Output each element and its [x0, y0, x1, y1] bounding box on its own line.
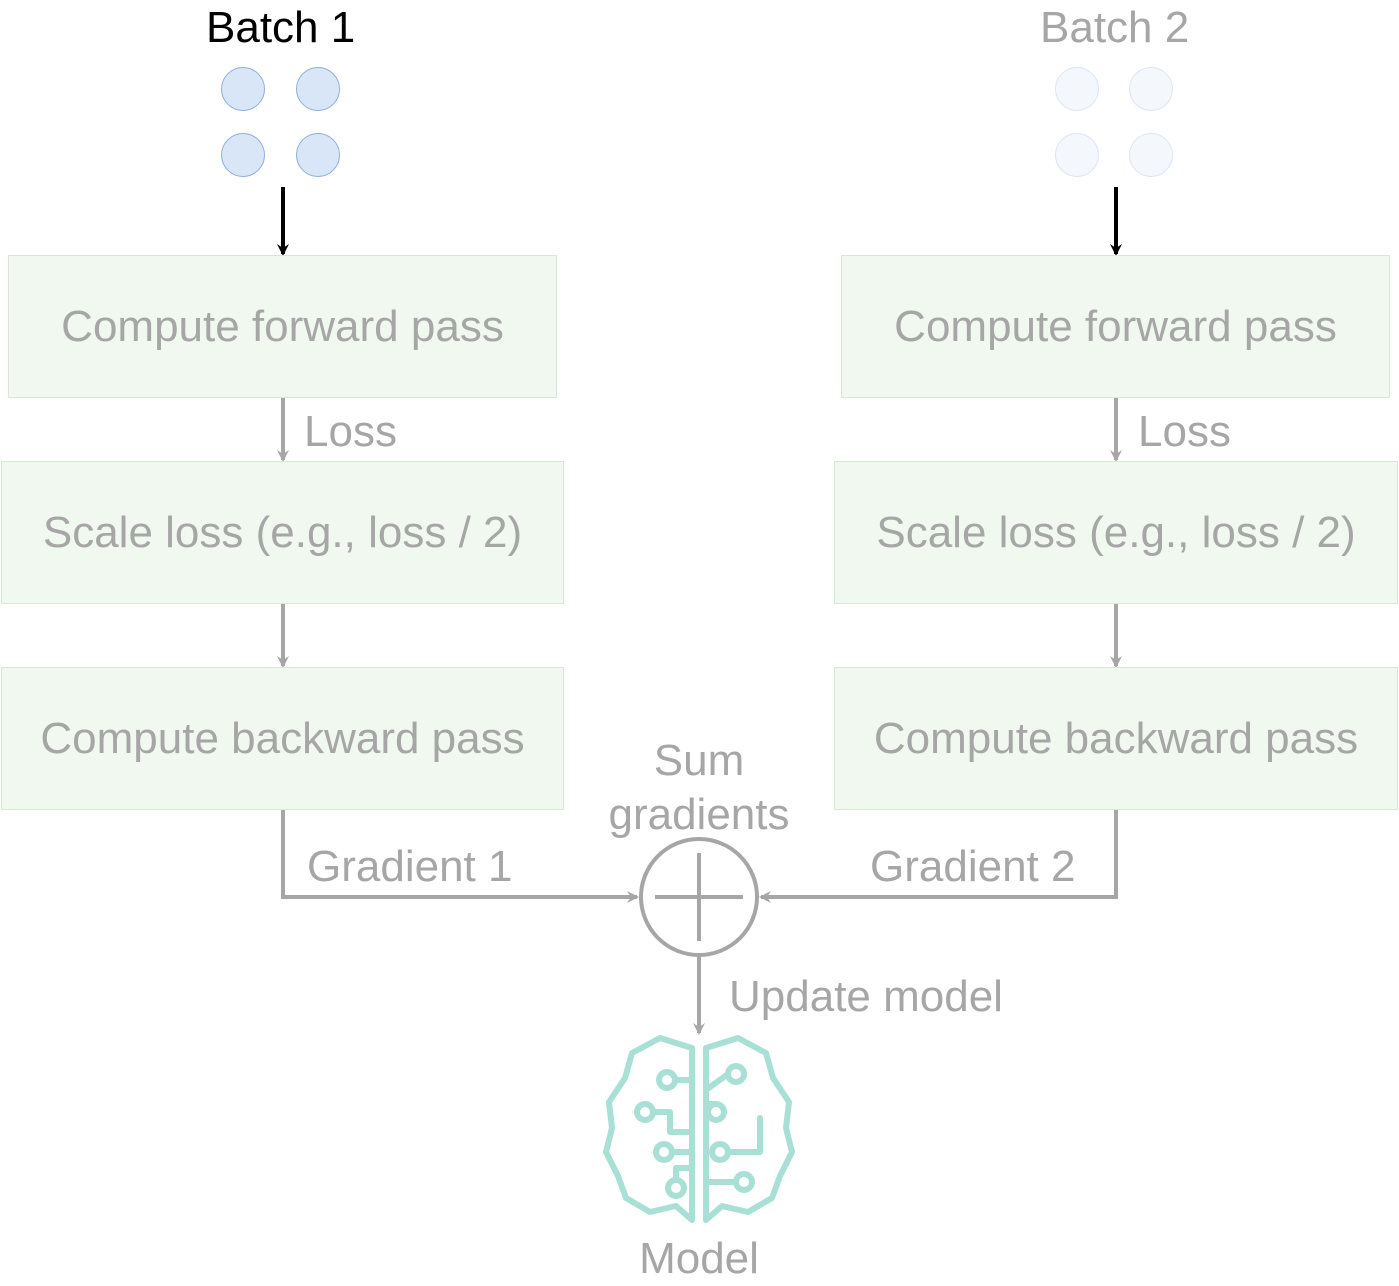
sum-gradients-label-line-2: gradients — [608, 790, 790, 839]
left-scale-loss-label: Scale loss (e.g., loss / 2) — [42, 507, 523, 557]
right-forward-pass-box: Compute forward pass — [841, 255, 1390, 398]
sample-dot — [1129, 133, 1173, 177]
left-gradient-arrow — [281, 810, 639, 903]
right-forward-pass-label: Compute forward pass — [894, 301, 1337, 351]
plus-circle-icon — [639, 837, 759, 957]
sample-dot — [296, 67, 340, 111]
sample-dot — [221, 133, 265, 177]
right-backward-pass-label: Compute backward pass — [873, 713, 1359, 763]
sample-dot — [221, 67, 265, 111]
left-backward-pass-label: Compute backward pass — [40, 713, 525, 763]
left-forward-pass-label: Compute forward pass — [61, 301, 504, 351]
left-scale-loss-box: Scale loss (e.g., loss / 2) — [1, 461, 564, 604]
left-forward-pass-box: Compute forward pass — [8, 255, 557, 398]
right-backward-pass-box: Compute backward pass — [834, 667, 1398, 810]
sample-dot — [1055, 67, 1099, 111]
right-scale-loss-box: Scale loss (e.g., loss / 2) — [834, 461, 1398, 604]
left-loss-label: Loss — [304, 407, 397, 456]
sample-dot — [1055, 133, 1099, 177]
right-scale-loss-label: Scale loss (e.g., loss / 2) — [876, 507, 1356, 557]
brain-circuit-icon — [603, 1035, 795, 1223]
left-backward-pass-box: Compute backward pass — [1, 667, 564, 810]
gradient-1-label: Gradient 1 — [307, 842, 513, 891]
batch-1-label: Batch 1 — [206, 3, 356, 52]
sum-gradients-label-line-1: Sum — [653, 736, 745, 785]
update-model-label: Update model — [729, 972, 1003, 1021]
batch-2-label: Batch 2 — [1040, 3, 1190, 52]
sample-dot — [296, 133, 340, 177]
right-gradient-arrow — [759, 810, 1118, 903]
gradient-2-label: Gradient 2 — [870, 842, 1076, 891]
sample-dot — [1129, 67, 1173, 111]
model-label: Model — [639, 1234, 759, 1283]
right-loss-label: Loss — [1138, 407, 1231, 456]
